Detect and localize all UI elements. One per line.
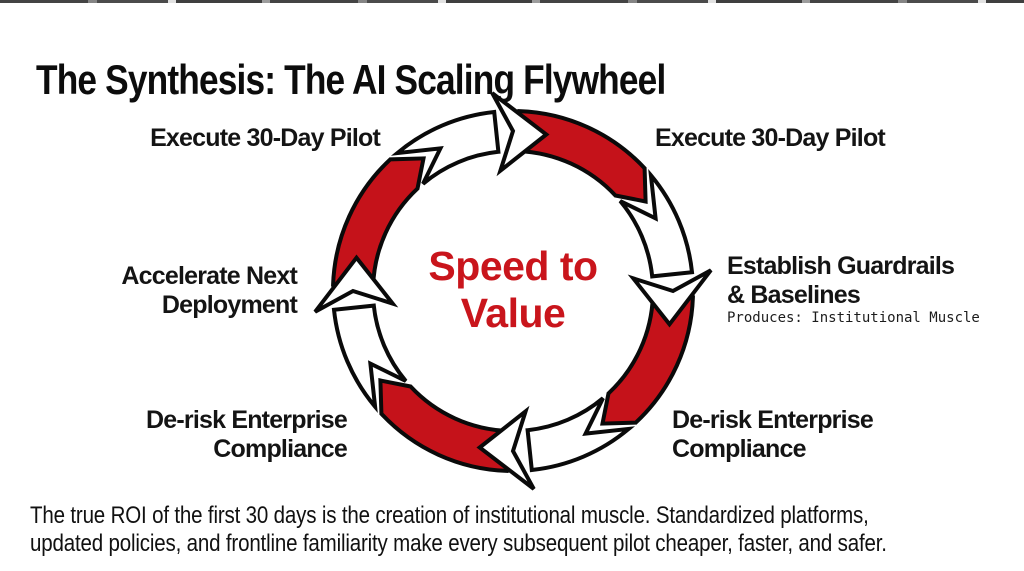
node-label-line: Accelerate Next xyxy=(121,262,297,290)
node-label-execute-pilot-right: Execute 30-Day Pilot xyxy=(655,124,975,153)
node-label-line: Compliance xyxy=(213,435,348,463)
red-arrow-segment xyxy=(515,109,648,204)
node-label-derisk-compliance-left: De-risk Enterprise Compliance xyxy=(100,406,348,464)
white-arrowhead xyxy=(313,254,399,314)
center-label-line: Speed to xyxy=(428,243,598,289)
node-label-execute-pilot-left: Execute 30-Day Pilot xyxy=(80,124,381,153)
node-label-accelerate-deployment: Accelerate Next Deployment xyxy=(50,262,297,320)
footer-summary-text: The true ROI of the first 30 days is the… xyxy=(30,502,1005,558)
node-label-line: Deployment xyxy=(161,291,298,319)
white-arrow-body xyxy=(525,396,636,473)
red-arrow-segment xyxy=(600,293,695,426)
node-label-line: Establish Guardrails xyxy=(727,252,955,280)
white-arrowhead xyxy=(627,268,713,328)
white-arrowhead xyxy=(476,405,536,491)
node-label-line: De-risk Enterprise xyxy=(672,406,874,434)
white-arrow-body xyxy=(390,109,501,186)
red-arrow-segment xyxy=(331,156,426,289)
center-label-line: Value xyxy=(460,290,566,336)
produces-institutional-muscle-note: Produces: Institutional Muscle xyxy=(727,310,980,326)
node-label-derisk-compliance-right: De-risk Enterprise Compliance xyxy=(672,406,952,464)
node-label-line: Execute 30-Day Pilot xyxy=(655,124,886,152)
footer-line: updated policies, and frontline familiar… xyxy=(30,530,887,557)
page-title: The Synthesis: The AI Scaling Flywheel xyxy=(36,56,666,104)
flywheel-center-label: Speed to Value xyxy=(360,243,666,337)
white-arrowhead xyxy=(490,91,550,177)
flywheel-cycle-arrows-icon xyxy=(313,91,713,491)
node-label-line: & Baselines xyxy=(727,281,861,309)
footer-line: The true ROI of the first 30 days is the… xyxy=(30,502,869,529)
flywheel-diagram xyxy=(300,78,730,493)
cropped-top-edge-fringe xyxy=(0,0,1024,3)
node-label-line: De-risk Enterprise xyxy=(146,406,348,434)
node-label-line: Compliance xyxy=(672,435,807,463)
white-arrow-body xyxy=(331,303,408,414)
white-arrow-body xyxy=(618,168,695,279)
red-arrow-segment xyxy=(378,378,511,473)
node-label-line: Execute 30-Day Pilot xyxy=(150,124,381,152)
node-label-establish-guardrails: Establish Guardrails & Baselines xyxy=(727,252,1024,310)
